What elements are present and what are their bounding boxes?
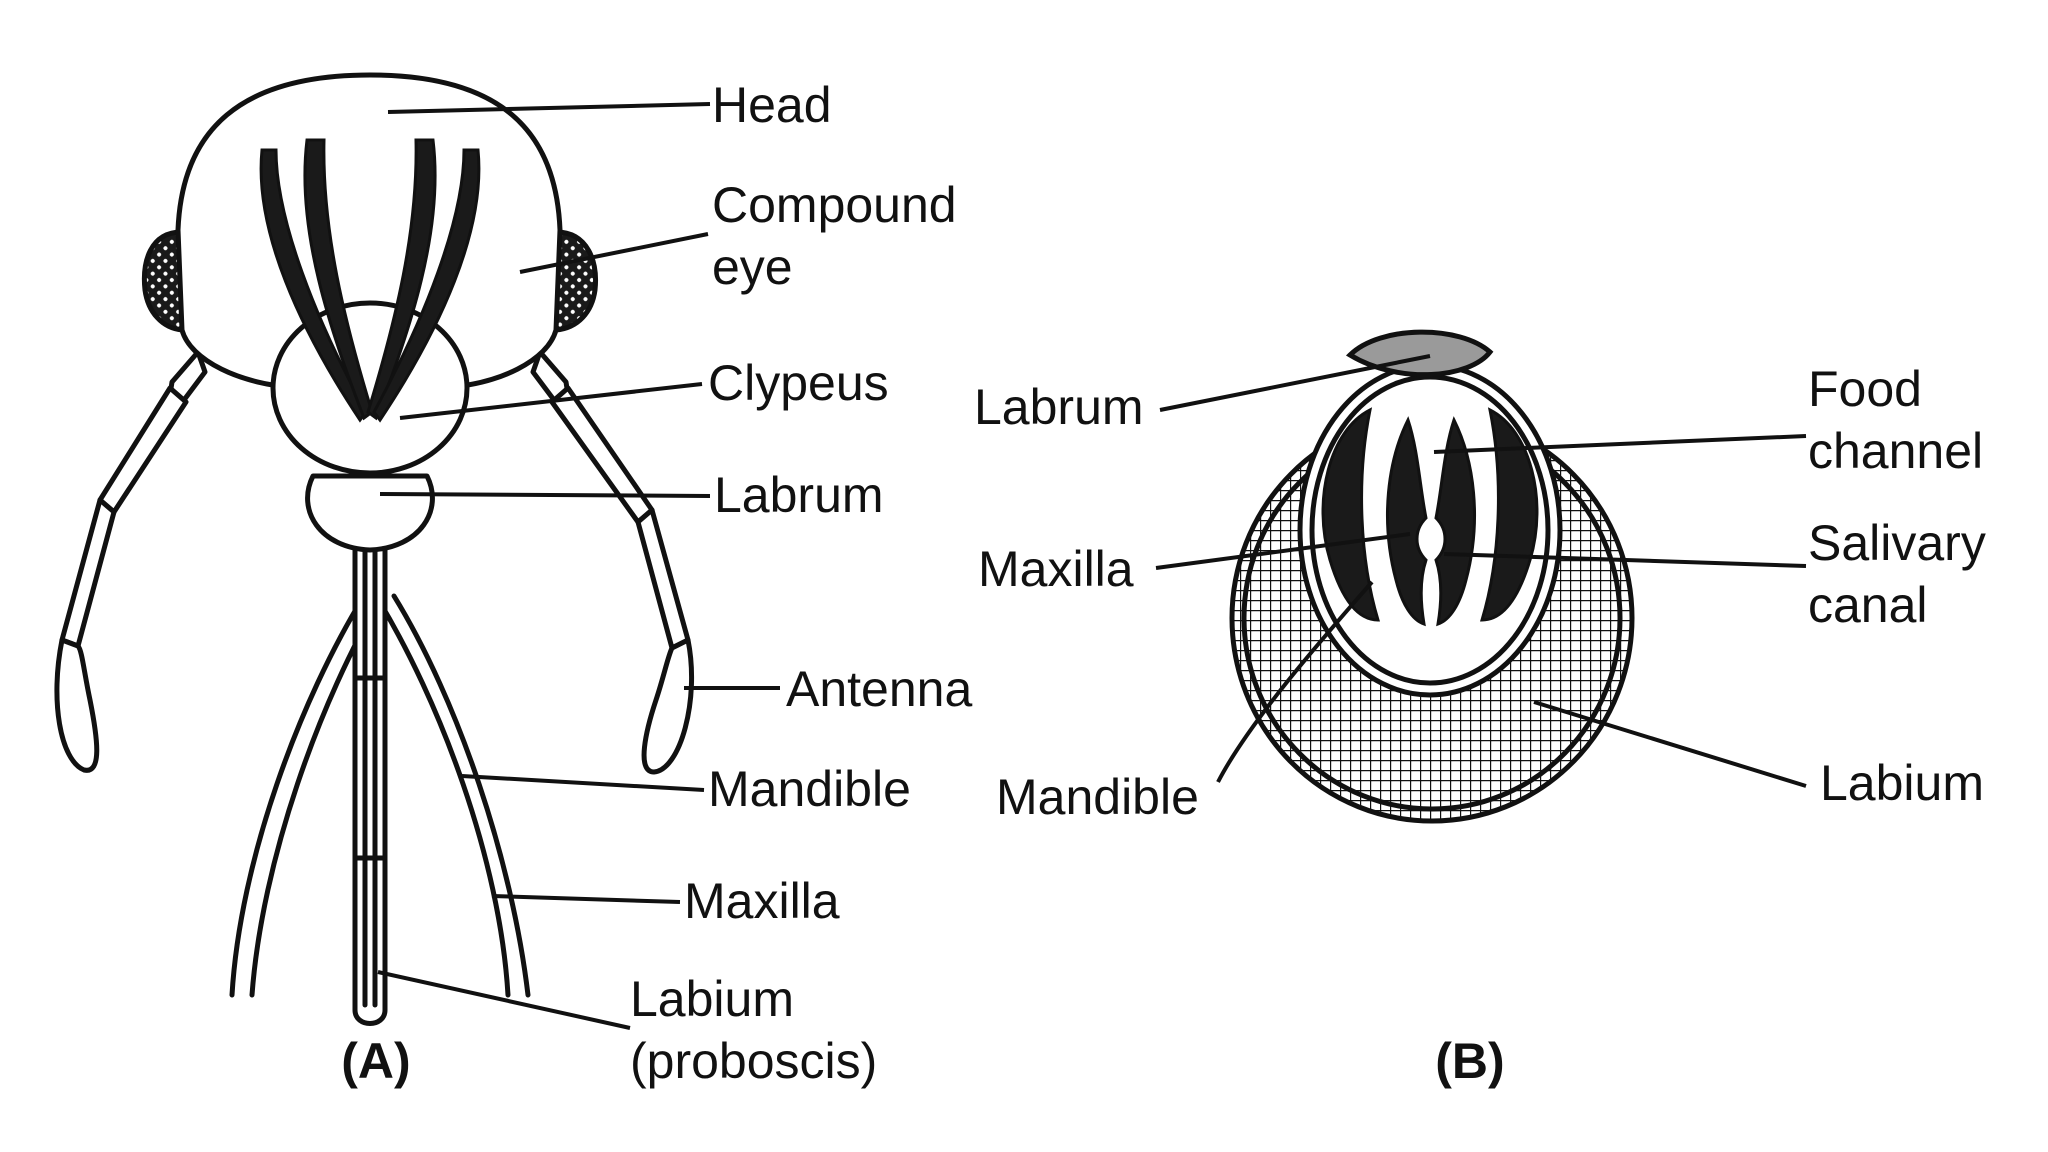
head-stripes	[259, 138, 481, 423]
panel-b-drawing	[1155, 329, 1807, 824]
compound-eye-right	[553, 229, 598, 333]
clypeus	[270, 300, 470, 476]
label-labium-b: Labium	[1820, 755, 1984, 811]
maxilla-stylet-right	[1434, 416, 1476, 627]
label-compound-eye-line2: eye	[712, 239, 793, 295]
label-food-channel-line1: Food	[1808, 361, 1922, 417]
mandible-stylet-left	[1321, 407, 1381, 622]
label-head: Head	[712, 77, 832, 133]
label-salivary-canal-line2: canal	[1808, 577, 1928, 633]
label-mandible-a: Mandible	[708, 761, 911, 817]
label-labrum-b: Labrum	[974, 379, 1144, 435]
panel-a-leaders	[377, 102, 780, 1030]
panel-a-drawing	[54, 72, 780, 1030]
labrum-a	[305, 473, 435, 553]
label-maxilla-b: Maxilla	[978, 541, 1134, 597]
maxilla-stylet-left	[1386, 416, 1428, 627]
label-salivary-canal-line1: Salivary	[1808, 515, 1986, 571]
label-labium-line2: (proboscis)	[630, 1033, 877, 1089]
label-maxilla-a: Maxilla	[684, 873, 840, 929]
antenna-right	[530, 349, 695, 775]
label-labrum-a: Labrum	[714, 467, 884, 523]
labium-proboscis	[352, 545, 388, 1026]
panel-b-leaders	[1155, 354, 1807, 788]
label-labium-line1: Labium	[630, 971, 794, 1027]
label-compound-eye-line1: Compound	[712, 177, 957, 233]
label-food-channel-line2: channel	[1808, 423, 1983, 479]
caption-b: (B)	[1435, 1033, 1504, 1089]
caption-a: (A)	[341, 1033, 410, 1089]
label-antenna: Antenna	[786, 661, 972, 717]
mandible-stylet-right	[1479, 407, 1539, 622]
compound-eye-left	[141, 229, 185, 333]
label-mandible-b: Mandible	[996, 769, 1199, 825]
antenna-left	[54, 349, 208, 773]
label-clypeus: Clypeus	[708, 355, 889, 411]
